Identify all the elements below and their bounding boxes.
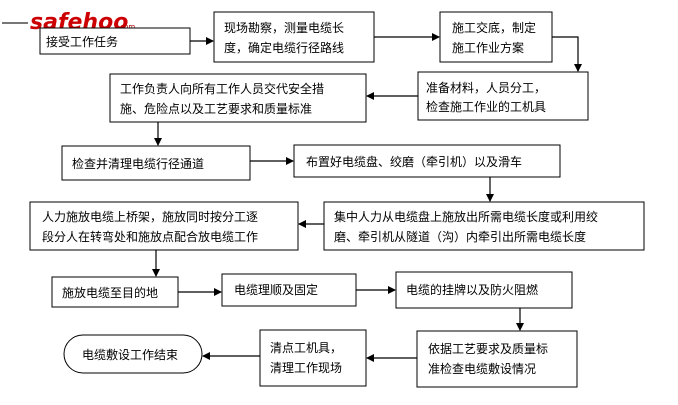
node-n5-label-line1: 工作负责人向所有工作人员交代安全措 — [120, 81, 324, 96]
node-n13-label-line1: 依据工艺要求及质量标 — [428, 341, 548, 356]
node-n6-label: 检查并清理电缆行径通道 — [72, 156, 204, 171]
logo-domain: .com — [118, 23, 135, 31]
node-n9-label-line2: 段分人在转弯处和施放点配合放电缆工作 — [42, 229, 258, 244]
node-n8-label-line2: 磨、牵引机从隧道（沟）内牵引出所需电缆长度 — [334, 229, 586, 244]
node-n2-label-line2: 度，确定电缆行径路线 — [224, 40, 344, 55]
node-n12-label: 电缆的挂牌以及防火阻燃 — [406, 282, 538, 297]
node-n3-label-line1: 施工交底，制定 — [452, 20, 536, 35]
node-n15-label: 电缆敷设工作结束 — [82, 347, 178, 362]
node-n7-label: 布置好电缆盘、绞磨（牵引机）以及滑车 — [306, 154, 522, 169]
node-n4-box — [417, 71, 589, 121]
node-n2-box — [213, 11, 375, 63]
node-n13-label-line2: 准检查电缆敷设情况 — [428, 361, 536, 376]
node-n6-box — [61, 145, 251, 181]
node-n1-label: 接受工作任务 — [46, 34, 118, 49]
node-n8-box — [323, 201, 645, 251]
node-n9-label-line1: 人力施放电缆上桥架，施放同时按分工逐 — [42, 209, 258, 224]
node-n11-label: 电缆理顺及固定 — [234, 282, 318, 297]
node-n14-label-line1: 清点工机具， — [270, 341, 342, 355]
node-n4-label-line1: 准备材料，人员分工， — [426, 81, 546, 95]
node-n14-label-line2: 清理工作现场 — [270, 361, 342, 375]
node-n8-label-line1: 集中人力从电缆盘上施放出所需电缆长度或利用绞 — [334, 209, 598, 224]
arrow-n3-n4 — [552, 36, 582, 72]
logo-dash-left — [2, 22, 28, 24]
node-n14-box — [259, 329, 367, 387]
node-n10-label: 施放电缆至目的地 — [62, 285, 158, 300]
node-n4-label-line2: 检查施工作业的工机具 — [426, 99, 546, 114]
node-n7-box — [293, 144, 561, 178]
node-n3-label-line2: 施工作业方案 — [452, 40, 524, 55]
node-n13-box — [416, 330, 578, 388]
node-n9-box — [29, 201, 299, 251]
node-n3-box — [439, 11, 553, 63]
node-n12-box — [395, 271, 573, 309]
node-n1-box — [39, 27, 191, 55]
node-n5-label-line2: 施、危险点以及工艺要求和质量标准 — [120, 101, 312, 116]
node-n10-box — [51, 276, 179, 308]
node-n2-label-line1: 现场勘察，测量电缆长 — [224, 21, 344, 35]
